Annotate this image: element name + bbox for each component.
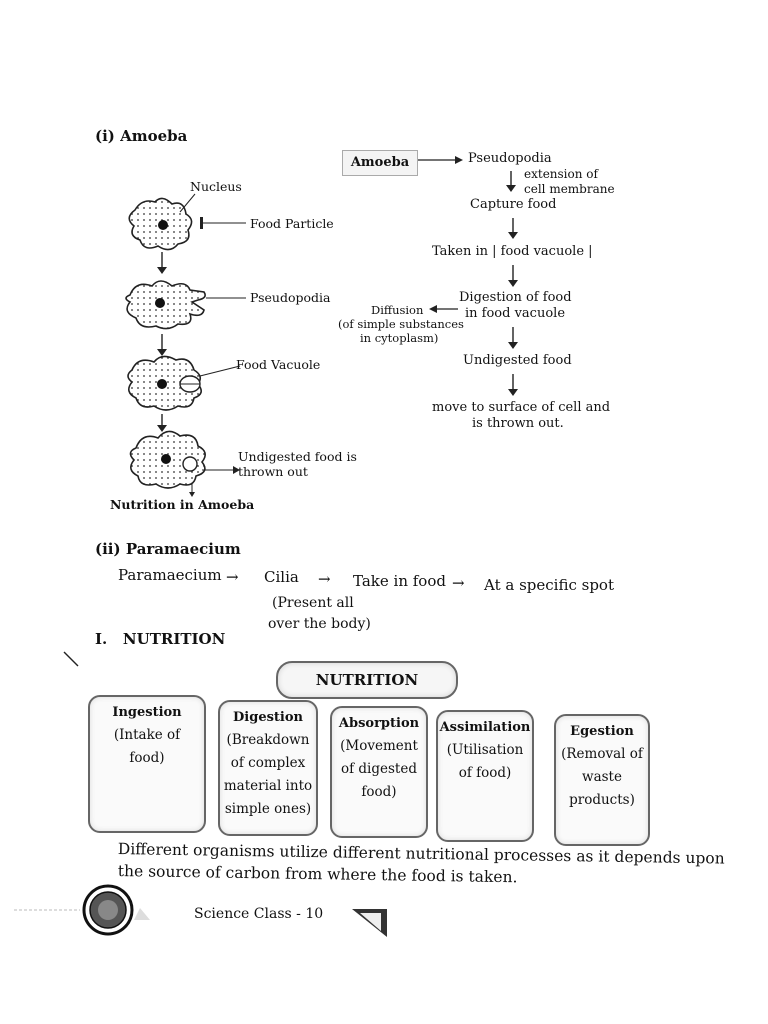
box-title: Assimilation [439, 720, 531, 735]
footer-text: Science Class - 10 [194, 906, 324, 922]
flow-diffusion-line-2: (of simple substances [338, 317, 464, 331]
paramaecium-step-2: Cilia [264, 568, 299, 586]
amoeba-figure [125, 193, 246, 497]
paramaecium-arrow-3: → [452, 574, 465, 592]
section-heading-amoeba: (i) Amoeba [95, 127, 188, 145]
box-desc-line: (Removal of [561, 746, 643, 762]
label-pseudopodia: Pseudopodia [250, 290, 331, 305]
flow-move-line-2: is thrown out. [472, 416, 564, 431]
flow-taken-in: Taken in | food vacuole | [432, 244, 593, 259]
flow-undigested: Undigested food [463, 353, 572, 368]
nutrition-box-digestion: Digestion (Breakdown of complex material… [218, 700, 318, 836]
flow-note-line-1: extension of [524, 167, 598, 181]
box-desc-line: of food) [458, 765, 512, 781]
label-undigested-line-2: thrown out [238, 464, 308, 479]
box-title: Egestion [570, 724, 634, 739]
flow-diffusion-line-1: Diffusion [371, 303, 424, 317]
nutrition-banner: NUTRITION [276, 661, 458, 699]
box-desc-line: material into [223, 778, 313, 794]
paramaecium-step-4: At a specific spot [484, 576, 614, 594]
nutrition-box-assimilation: Assimilation (Utilisation of food) [436, 710, 534, 842]
footer-emblem [14, 884, 150, 936]
box-desc-line: food) [129, 750, 165, 766]
box-desc-line: (Movement [340, 738, 418, 754]
flow-move-line-1: move to surface of cell and [432, 400, 611, 415]
paramaecium-arrow-2: → [318, 570, 331, 588]
paramaecium-step-1: Paramaecium [118, 566, 222, 584]
flow-note-line-2: cell membrane [524, 182, 615, 196]
box-desc-line: (Breakdown [226, 732, 310, 748]
label-nucleus: Nucleus [190, 179, 242, 194]
section-heading-paramaecium: (ii) Paramaecium [95, 540, 241, 558]
box-title: Digestion [233, 710, 303, 725]
flow-capture-food: Capture food [470, 197, 557, 212]
flow-digestion-line-2: in food vacuole [465, 306, 566, 321]
box-title: Ingestion [112, 705, 182, 720]
section-heading-nutrition: I. NUTRITION [95, 630, 226, 648]
paramaecium-note-line-2: over the body) [268, 616, 371, 632]
box-desc-line: products) [569, 792, 635, 808]
box-desc-line: waste [582, 769, 622, 785]
flow-pseudopodia: Pseudopodia [468, 151, 552, 166]
label-food-particle: Food Particle [250, 216, 334, 231]
paramaecium-step-3: Take in food [353, 572, 446, 590]
box-desc-line: of complex [230, 755, 306, 771]
amoeba-start-label: Amoeba [350, 155, 410, 170]
nutrition-box-egestion: Egestion (Removal of waste products) [554, 714, 650, 846]
footer-corner-mark [352, 909, 387, 937]
amoeba-start-box: Amoeba [342, 150, 418, 176]
nutrition-box-ingestion: Ingestion (Intake of food) [88, 695, 206, 833]
box-desc-line: of digested [341, 761, 417, 777]
paramaecium-arrow-1: → [226, 568, 239, 586]
box-desc-line: food) [361, 784, 397, 800]
flow-diffusion-line-3: in cytoplasm) [360, 331, 439, 345]
pen-stroke-mark [63, 651, 79, 667]
nutrition-banner-label: NUTRITION [315, 671, 419, 689]
box-desc-line: (Intake of [113, 727, 181, 743]
label-undigested-line-1: Undigested food is [238, 449, 357, 464]
flow-digestion-line-1: Digestion of food [459, 290, 572, 305]
box-desc-line: (Utilisation [446, 742, 524, 758]
paragraph-line-2: the source of carbon from where the food… [117, 862, 518, 887]
amoeba-stage-2 [125, 280, 206, 330]
nutrition-box-absorption: Absorption (Movement of digested food) [330, 706, 428, 838]
figure-caption: Nutrition in Amoeba [110, 497, 255, 512]
paramaecium-note-line-1: (Present all [272, 595, 354, 611]
flow-arrows [418, 156, 518, 396]
box-desc-line: simple ones) [224, 801, 312, 817]
box-title: Absorption [338, 716, 420, 731]
label-food-vacuole: Food Vacuole [236, 357, 321, 372]
